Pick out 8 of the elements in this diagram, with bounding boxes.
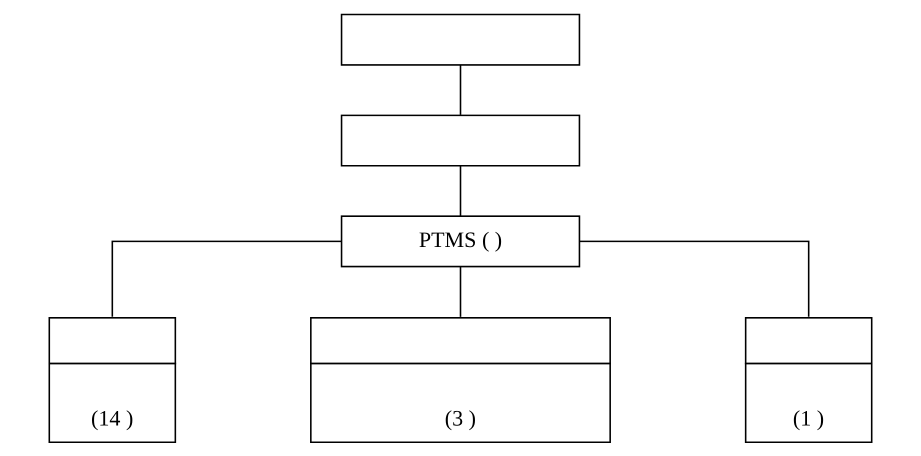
node-box <box>340 114 580 167</box>
connector <box>112 240 342 317</box>
node-box <box>340 14 580 66</box>
connector <box>580 240 810 317</box>
connector <box>460 65 462 115</box>
connector <box>460 266 462 317</box>
connector <box>460 166 462 216</box>
node-box: PTMS ( ) <box>340 215 580 268</box>
